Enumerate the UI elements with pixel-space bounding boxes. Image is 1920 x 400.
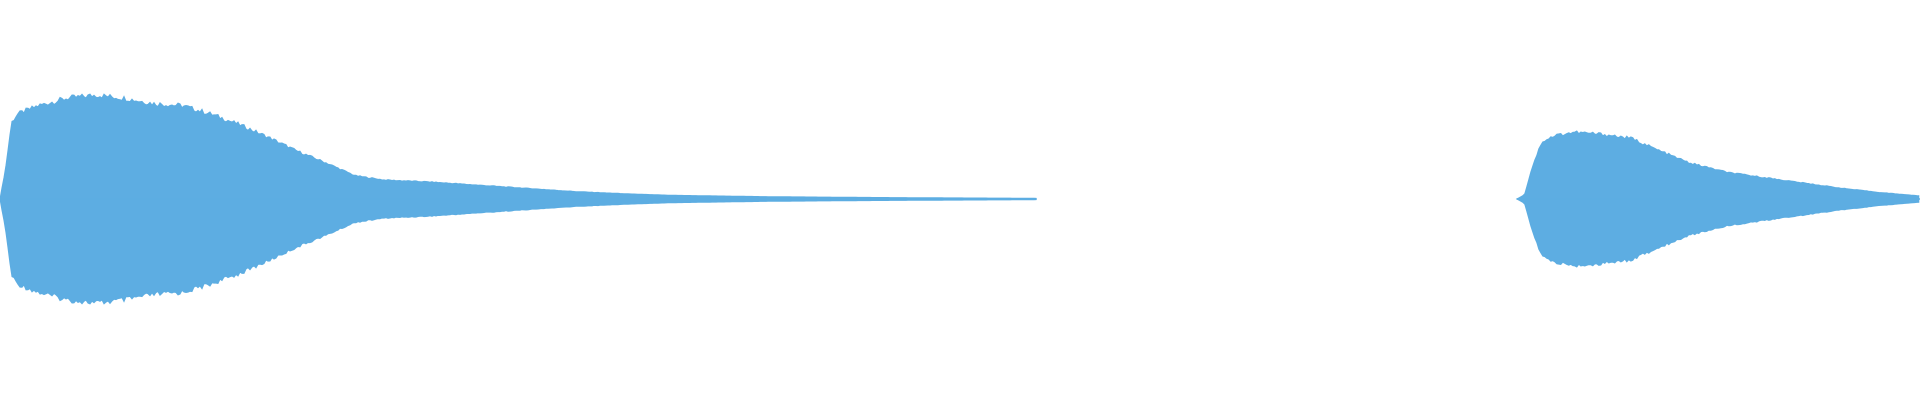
waveform-view[interactable] <box>0 0 1920 400</box>
waveform-canvas[interactable] <box>0 0 1920 400</box>
